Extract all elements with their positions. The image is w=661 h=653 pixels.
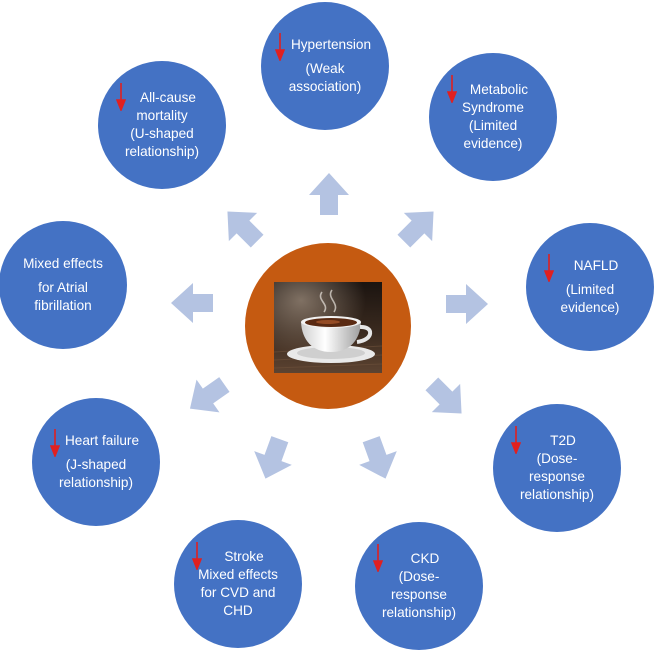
- decrease-arrow-icon: [50, 429, 60, 457]
- node-label-line: (Dose-: [398, 569, 440, 584]
- node-label-line: for CVD and: [200, 585, 276, 600]
- node-label-line: Mixed effects: [23, 256, 103, 271]
- decrease-arrow-icon: [275, 33, 285, 61]
- node-label: Heart failure (J-shaped relationship): [44, 432, 148, 492]
- connector-arrow-shape: [446, 284, 488, 324]
- node-label-line: association): [288, 79, 362, 94]
- node-label-line: evidence): [560, 300, 620, 315]
- node-label-line: (Dose-: [536, 451, 578, 466]
- connector-arrow-shape: [254, 436, 292, 479]
- node-label-line: for Atrial: [38, 280, 88, 295]
- node-label: T2D (Dose-response relationship): [505, 432, 609, 504]
- node-label-line: (Limited: [565, 282, 615, 297]
- node-label-line: (J-shaped: [65, 457, 127, 472]
- node-label-line: response: [391, 587, 447, 602]
- node-label-line: NAFLD: [573, 258, 619, 273]
- node-label-line: mortality: [136, 108, 188, 123]
- node-label-line: Metabolic: [469, 82, 529, 97]
- node-label-line: Stroke: [224, 549, 264, 564]
- node-nafld: NAFLD (Limited evidence): [526, 223, 654, 351]
- connector-arrow-shape: [227, 211, 264, 248]
- node-label: All-cause mortality (U-shaped relationship): [110, 89, 214, 161]
- node-label-line: Heart failure: [64, 433, 140, 448]
- node-label-line: relationship): [58, 475, 134, 490]
- node-label-line: relationship): [381, 605, 457, 620]
- node-hypertension: Hypertension (Weak association): [261, 2, 389, 130]
- connector-arrow-stroke: [254, 436, 292, 479]
- decrease-arrow-icon: [447, 75, 457, 103]
- decrease-arrow-icon: [116, 83, 126, 111]
- node-label-line: (Weak: [305, 61, 345, 76]
- node-heart-failure: Heart failure (J-shaped relationship): [32, 398, 160, 526]
- node-atrial-fibrillation: Mixed effects for Atrial fibrillation: [0, 221, 127, 349]
- node-label-line: evidence): [463, 136, 523, 151]
- connector-arrow-shape: [171, 283, 213, 323]
- connector-arrow-metabolic-syndrome: [397, 211, 434, 248]
- connector-arrow-hypertension: [309, 173, 349, 215]
- connector-arrow-atrial-fibrillation: [171, 283, 213, 323]
- node-label-line: Syndrome: [462, 100, 524, 115]
- connector-arrow-shape: [397, 211, 434, 248]
- connector-arrow-shape: [309, 173, 349, 215]
- connector-arrow-shape: [189, 377, 230, 413]
- node-all-cause-mortality: All-cause mortality (U-shaped relationship): [98, 61, 226, 189]
- node-label-line: relationship): [519, 487, 595, 502]
- decrease-arrow-icon: [511, 426, 521, 454]
- node-label-line: Mixed effects: [198, 567, 278, 582]
- decrease-arrow-icon: [373, 544, 383, 572]
- decrease-arrow-icon: [192, 542, 202, 570]
- node-label-line: (Limited: [468, 118, 518, 133]
- node-label-line: relationship): [124, 144, 200, 159]
- node-label-line: Hypertension: [290, 37, 372, 52]
- connector-arrow-ckd: [359, 436, 397, 479]
- connector-arrow-t2d: [425, 377, 462, 414]
- decrease-arrow-icon: [544, 254, 554, 282]
- node-label: CKD (Dose-response relationship): [367, 550, 471, 622]
- node-label-line: CHD: [223, 603, 253, 618]
- node-label-line: T2D: [550, 433, 576, 448]
- node-label-line: All-cause: [140, 90, 196, 105]
- node-label: Hypertension (Weak association): [273, 36, 377, 96]
- connector-arrow-shape: [359, 436, 397, 479]
- node-t2d: T2D (Dose-response relationship): [493, 404, 621, 532]
- connector-arrow-all-cause-mortality: [227, 211, 264, 248]
- connector-arrow-heart-failure: [189, 377, 230, 413]
- coffee-cup-photo: [274, 282, 382, 373]
- node-ckd: CKD (Dose-response relationship): [355, 522, 483, 650]
- node-label: Mixed effects for Atrial fibrillation: [11, 255, 115, 315]
- connector-arrow-nafld: [446, 284, 488, 324]
- node-label-line: CKD: [410, 551, 440, 566]
- node-label-line: fibrillation: [34, 298, 92, 313]
- node-label-line: (U-shaped: [130, 126, 194, 141]
- node-label: NAFLD (Limited evidence): [538, 257, 642, 317]
- connector-arrow-shape: [425, 377, 462, 414]
- node-label-line: response: [529, 469, 585, 484]
